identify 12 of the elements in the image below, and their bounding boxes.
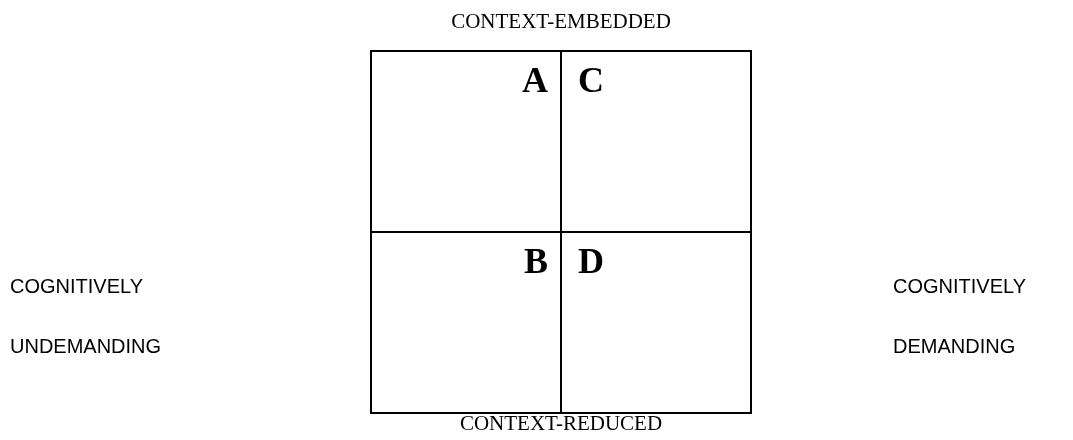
quadrant-cell [370,231,562,414]
quadrant-letter: B [524,241,548,281]
axis-label: CONTEXT-EMBEDDED [450,8,672,35]
quadrant-cell [560,231,752,414]
quadrant-letter: A [522,60,548,100]
quadrant-cell [560,50,752,233]
axis-label: COGNITIVELY UNDEMANDING [10,274,163,359]
quadrant-cell [370,50,562,233]
quadrant-letter: D [578,241,604,281]
quadrant-letter: C [578,60,604,100]
axis-label: COGNITIVELY DEMANDING [893,274,1027,359]
axis-label: CONTEXT-REDUCED [458,410,664,437]
